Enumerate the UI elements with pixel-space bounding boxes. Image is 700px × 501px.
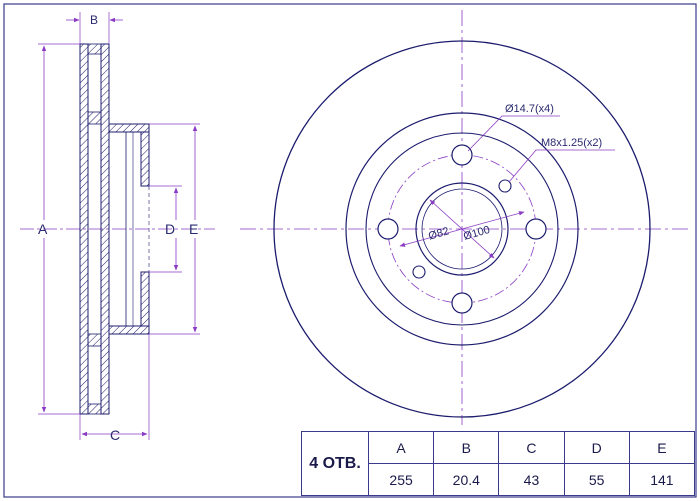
dimension-b-label: B <box>90 13 98 27</box>
thread-hole-callout: M8x1.25(x2) <box>541 137 602 149</box>
value-c: 43 <box>498 463 565 496</box>
bolt-circle-dimension-line <box>399 211 525 247</box>
hat-section <box>108 123 150 335</box>
stud-hole-callout: Ø14.7(x4) <box>505 103 554 115</box>
dimension-c-label: C <box>110 427 120 443</box>
hat-inner-edge <box>365 132 559 326</box>
holes-count-cell: 4 ОТВ. <box>301 431 369 496</box>
thread-hole-upper-right <box>498 179 512 193</box>
value-d: 55 <box>563 463 630 496</box>
value-a: 255 <box>367 463 435 496</box>
dimension-a <box>38 43 80 415</box>
front-view <box>240 10 690 425</box>
header-e: E <box>628 431 696 464</box>
header-a: A <box>367 431 435 464</box>
friction-ring-section <box>79 43 110 415</box>
spec-table-value-row: 255 20.4 43 55 141 <box>302 463 696 496</box>
dimension-b <box>66 12 123 44</box>
disc-outer-edge <box>273 40 651 418</box>
spec-table-header-row: 4 ОТВ. A B C D E <box>301 431 696 496</box>
header-b: B <box>433 431 500 464</box>
stud-hole-left <box>377 218 399 240</box>
thread-hole-lower-left <box>412 265 426 279</box>
dimension-d <box>149 185 182 273</box>
bolt-circle-label: Ø100 <box>462 224 491 243</box>
drawing-frame <box>3 3 697 498</box>
dimension-e <box>149 123 200 335</box>
header-d: D <box>563 431 630 464</box>
thread-hole-leader <box>508 149 615 183</box>
stud-hole-bottom <box>451 292 473 314</box>
stud-hole-top <box>451 144 473 166</box>
value-b: 20.4 <box>433 463 500 496</box>
dimension-d-label: D <box>165 221 175 237</box>
dimension-a-label: A <box>38 221 48 237</box>
stud-hole-right <box>525 218 547 240</box>
hat-outer-edge <box>345 112 579 346</box>
stud-hole-leader <box>467 115 560 152</box>
value-e: 141 <box>628 463 696 496</box>
side-view: A B C D E <box>20 12 215 443</box>
center-bore-label: Ø82 <box>427 225 450 242</box>
dimension-c <box>79 334 150 440</box>
spec-table: 4 ОТВ. A B C D E 255 20.4 43 55 141 <box>301 431 696 496</box>
dimension-e-label: E <box>189 221 198 237</box>
header-c: C <box>498 431 565 464</box>
